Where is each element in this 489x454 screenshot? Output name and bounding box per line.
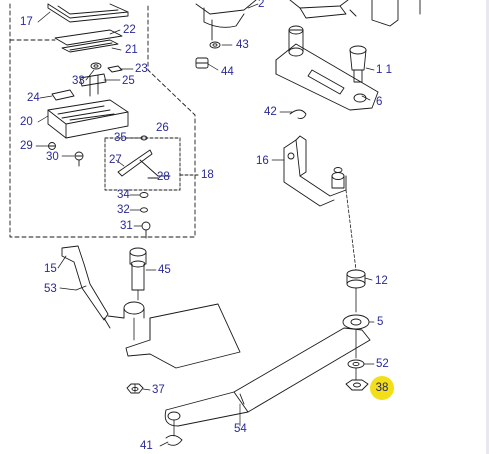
callout-18[interactable]: 18 [201, 169, 214, 181]
part-21-bar [61, 39, 119, 53]
part-35-washer [140, 135, 148, 141]
callout-28[interactable]: 28 [157, 171, 170, 183]
part-41-clip [165, 435, 183, 446]
connection-lines [133, 189, 357, 437]
callout-41[interactable]: 41 [140, 440, 153, 452]
callout-52[interactable]: 52 [376, 358, 389, 370]
part-34-washer [139, 192, 149, 198]
part-38-nut [345, 379, 369, 391]
subassembly-dashed-frame [9, 3, 196, 238]
part-54-link-plate [164, 327, 371, 427]
scrollbar-track[interactable] [486, 0, 489, 454]
bed-plate [125, 303, 241, 369]
part-30-screw [74, 151, 84, 167]
part-5-plate-end [342, 314, 370, 330]
callout-30[interactable]: 30 [46, 151, 59, 163]
callout-53[interactable]: 53 [44, 283, 57, 295]
group-box-26 [104, 137, 199, 191]
part-12-bushing [346, 269, 366, 289]
part-6-link-plate [275, 25, 379, 111]
callout-15[interactable]: 15 [44, 263, 57, 275]
part-32-washer [140, 207, 148, 213]
callout-31[interactable]: 31 [120, 220, 133, 232]
part-52-washer [347, 359, 365, 369]
callout-26[interactable]: 26 [156, 122, 169, 134]
part-31-screw [141, 221, 151, 239]
part-11-pin [349, 45, 367, 83]
part-2-bracket [195, 0, 257, 41]
callout-25[interactable]: 25 [122, 75, 135, 87]
part-45-shaft [129, 247, 147, 291]
callout-6[interactable]: 6 [376, 96, 383, 108]
part-25-bracket [79, 73, 107, 97]
callout-34[interactable]: 34 [117, 189, 130, 201]
part-33-washer [90, 62, 102, 70]
callout-42[interactable]: 42 [264, 106, 277, 118]
callout-33[interactable]: 33 [72, 75, 85, 87]
part-16-bracket [283, 135, 347, 207]
callout-20[interactable]: 20 [20, 116, 33, 128]
callout-11[interactable]: 1 1 [376, 64, 392, 76]
callout-12[interactable]: 12 [375, 275, 388, 287]
part-15-lever [61, 245, 111, 329]
part-44-screw [195, 57, 209, 69]
part-24-clip [51, 89, 75, 101]
callout-43[interactable]: 43 [236, 39, 249, 51]
part-22-plate [47, 3, 129, 23]
part-23-screw [107, 65, 123, 73]
callout-5[interactable]: 5 [377, 316, 384, 328]
callout-16[interactable]: 16 [256, 155, 269, 167]
callout-23[interactable]: 23 [135, 63, 148, 75]
part-20-block [47, 99, 129, 139]
callout-22[interactable]: 22 [123, 24, 136, 36]
leader-lines [35, 3, 375, 447]
part-29-screw [48, 142, 56, 150]
callout-54[interactable]: 54 [234, 423, 247, 435]
callout-37[interactable]: 37 [152, 384, 165, 396]
part-42-clip [289, 109, 307, 119]
part-27-link [117, 149, 171, 177]
callout-21[interactable]: 21 [125, 44, 138, 56]
callout-17[interactable]: 17 [20, 16, 33, 28]
callout-2[interactable]: 2 [258, 0, 265, 10]
callout-27[interactable]: 27 [109, 154, 122, 166]
callout-45[interactable]: 45 [158, 264, 171, 276]
part-top-right-assembly [289, 0, 421, 27]
part-53-hub [107, 301, 145, 319]
callout-44[interactable]: 44 [221, 66, 234, 78]
callout-29[interactable]: 29 [20, 140, 33, 152]
part-21-plate [54, 29, 123, 46]
callout-35[interactable]: 35 [114, 132, 127, 144]
callout-32[interactable]: 32 [117, 204, 130, 216]
callout-24[interactable]: 24 [27, 92, 40, 104]
callout-38-highlighted[interactable]: 38 [370, 376, 394, 400]
part-43-washer [209, 41, 221, 49]
